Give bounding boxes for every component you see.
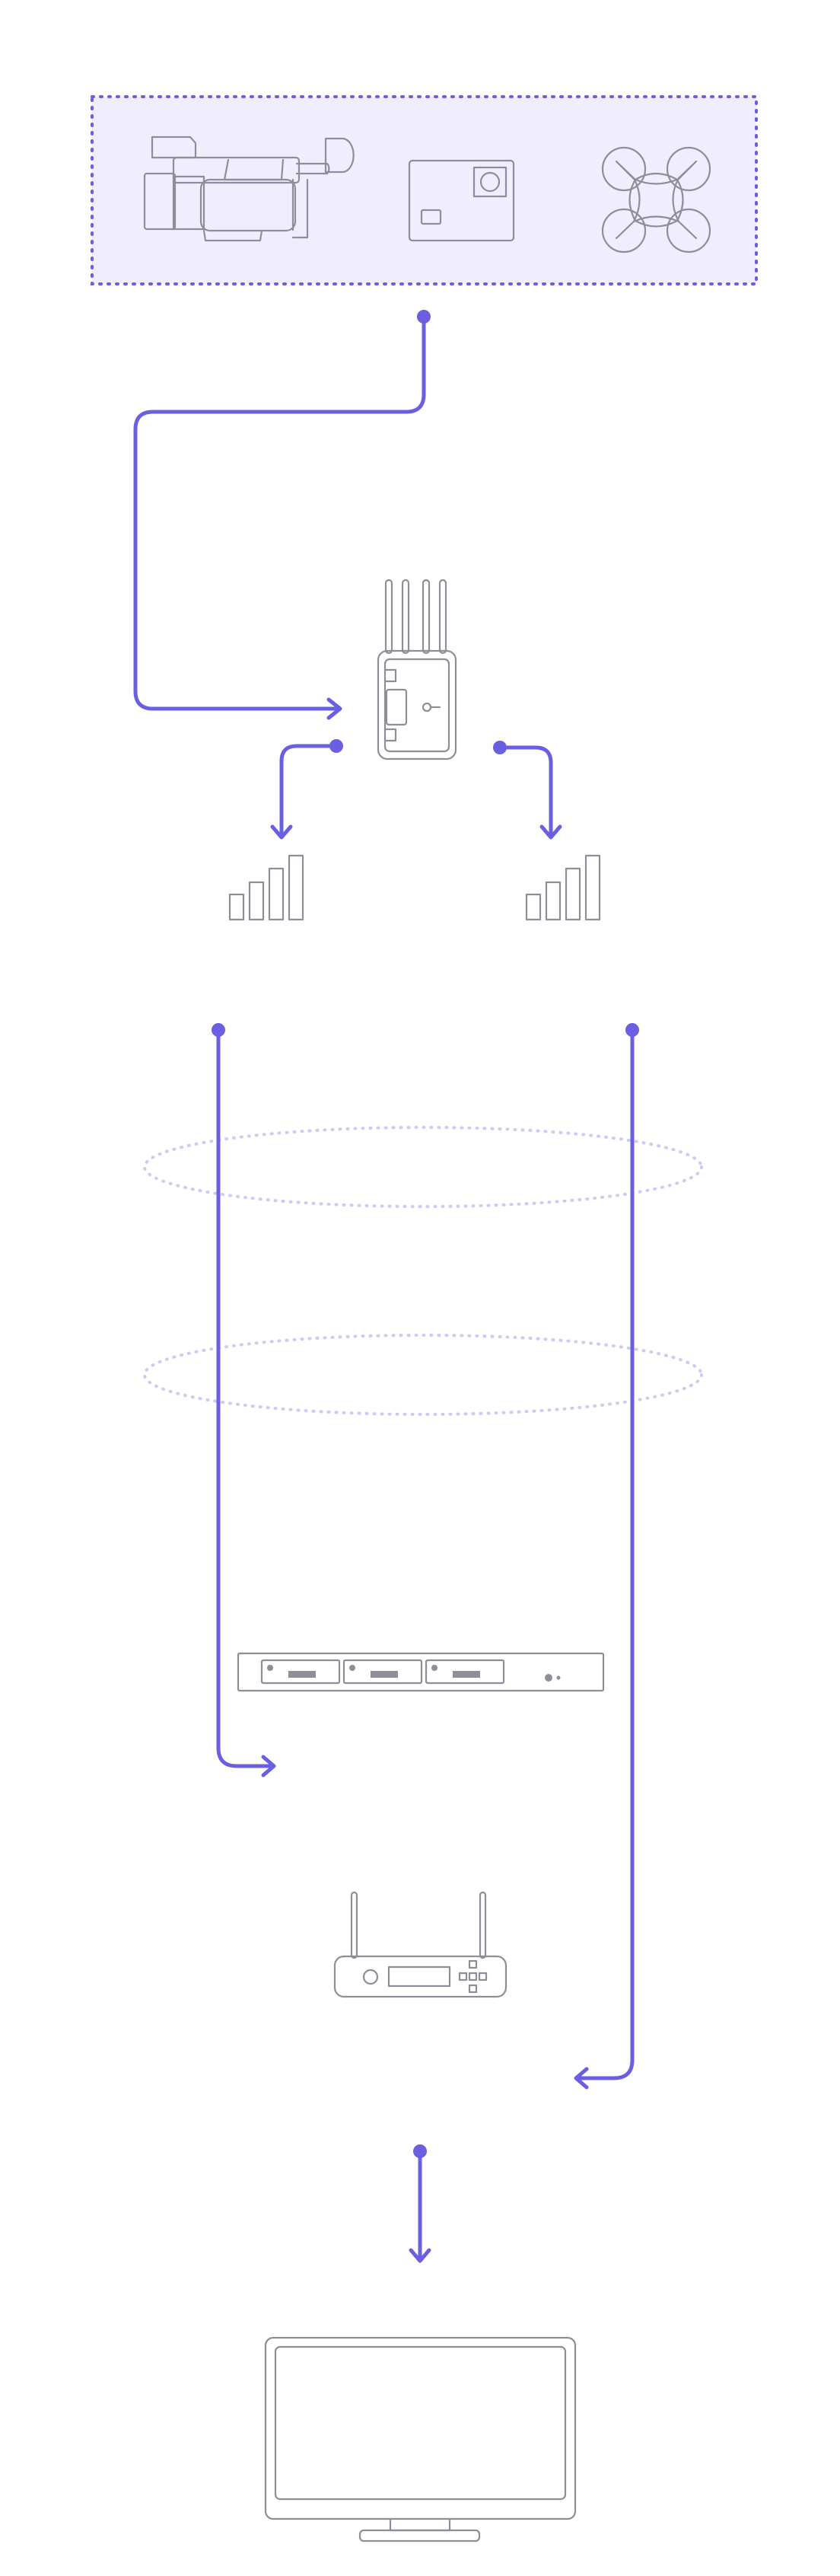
arrowhead <box>574 2067 589 2090</box>
arrowhead <box>326 697 342 720</box>
arrowhead <box>261 1755 276 1777</box>
drone-icon <box>601 146 711 253</box>
bonding-transmitter-icon <box>377 579 457 760</box>
connector-transmitter-to-link-b <box>493 741 562 840</box>
connector-receiver-to-display <box>409 2144 431 2263</box>
connector-line <box>279 744 339 838</box>
connector-sources-to-transmitter <box>133 310 431 720</box>
action-camera-icon <box>408 159 515 242</box>
arrowhead <box>409 2248 431 2263</box>
signal-bars-icon <box>228 854 304 921</box>
monitor-icon <box>264 2336 577 2543</box>
connector-line <box>576 1028 635 2080</box>
connector-line <box>133 314 426 711</box>
source-devices-group <box>91 95 758 285</box>
connector-line <box>498 745 553 838</box>
rack-server-icon <box>237 1652 605 1692</box>
receiver-icon <box>333 1891 508 1998</box>
source-devices-box <box>91 95 758 285</box>
connector-link-a-to-server <box>212 1023 276 1777</box>
camcorder-icon <box>143 135 355 242</box>
connector-line <box>216 1028 274 1768</box>
network-ring-lower <box>143 1334 703 1416</box>
connector-link-b-to-receiver <box>574 1023 639 2090</box>
arrowhead <box>539 824 562 840</box>
connector-transmitter-to-link-a <box>270 739 343 840</box>
network-ring-upper <box>143 1126 703 1208</box>
signal-bars-icon <box>525 854 601 921</box>
arrowhead <box>270 824 293 840</box>
